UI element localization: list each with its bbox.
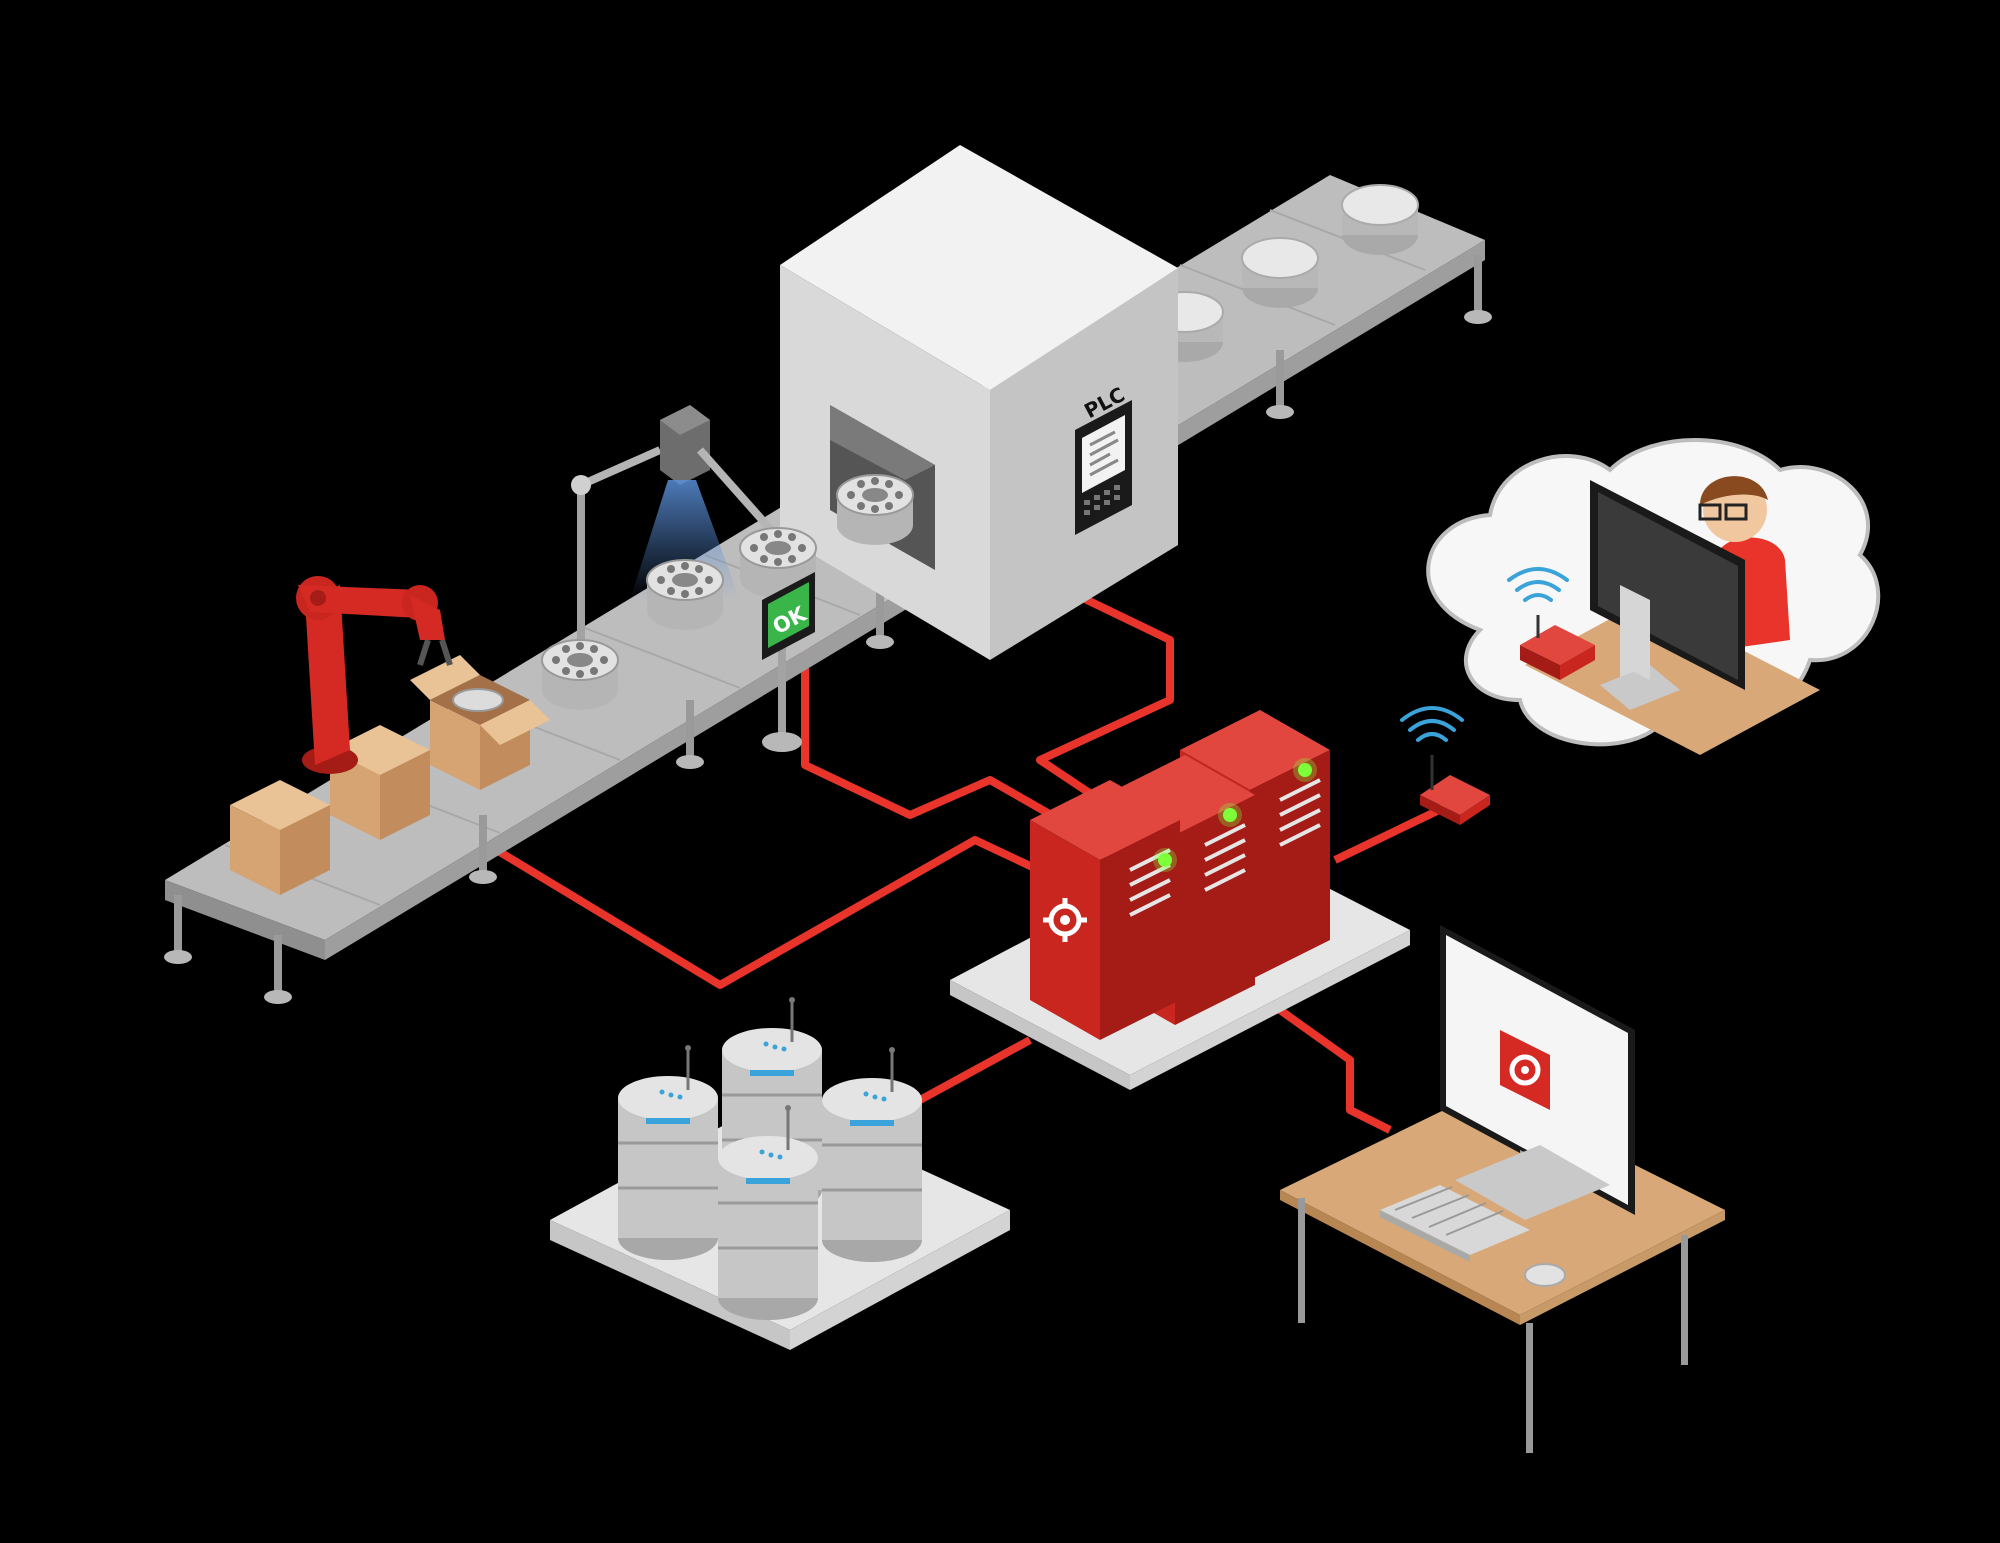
workstation-monitor: [1440, 925, 1635, 1220]
storage-drum-right: [820, 1045, 924, 1264]
data-storage-cluster: [550, 995, 1010, 1350]
server-unit-front: [1030, 780, 1180, 1040]
quality-check-indicator: OK: [762, 572, 815, 752]
remote-monitor: [1590, 480, 1745, 690]
gear-cloud-icon: [1043, 898, 1087, 942]
plc-machine: PLC: [780, 145, 1178, 660]
robot-arm: [296, 576, 453, 774]
cable-server-to-storage: [918, 1036, 1032, 1104]
cable-inspection-to-server: [801, 640, 1062, 824]
wifi-icon: [1507, 567, 1569, 602]
keyboard: [1380, 1185, 1530, 1262]
operator-workstation: [1280, 925, 1725, 1453]
server-rack-cluster: [950, 708, 1410, 1090]
gear-cloud-icon: [1500, 1030, 1550, 1110]
mouse: [1524, 1263, 1566, 1287]
remote-access-cloud: [1426, 438, 1881, 755]
wifi-icon: [1400, 706, 1464, 742]
box-front: [230, 780, 330, 895]
remote-router: [1507, 567, 1595, 680]
box-open: [410, 655, 550, 790]
plc-panel: PLC: [1075, 382, 1132, 535]
cable-conveyor-to-server: [477, 836, 1062, 989]
cable-server-to-workstation: [1277, 1006, 1392, 1134]
wireless-router: [1400, 706, 1490, 825]
storage-drum-left: [616, 1043, 720, 1262]
